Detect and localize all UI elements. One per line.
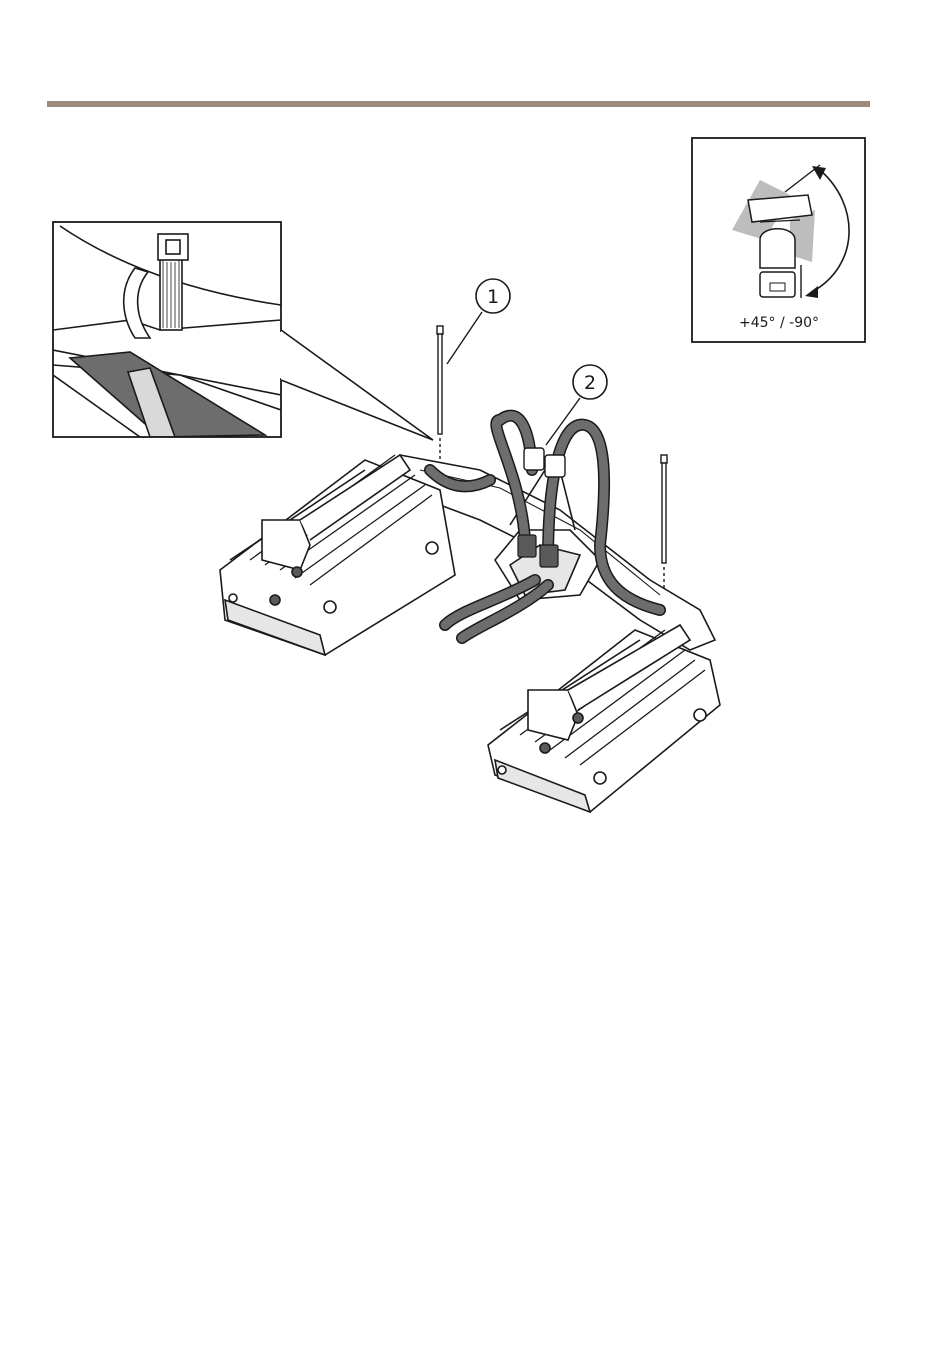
tilt-range-label: +45° / -90° [739,315,819,331]
illuminator-left [220,455,455,655]
mounting-illustration: +45° / -90° 1 2 [0,0,950,900]
cable-tie-detail-inset [53,222,433,440]
callout-1: 1 [447,279,510,364]
tilt-range-inset: +45° / -90° [692,138,865,342]
cable-tie-left [437,326,443,465]
callout-1-number: 1 [487,286,499,308]
callout-2-number: 2 [584,372,596,394]
illuminator-right [488,625,720,812]
cable-tie-right [661,455,667,598]
